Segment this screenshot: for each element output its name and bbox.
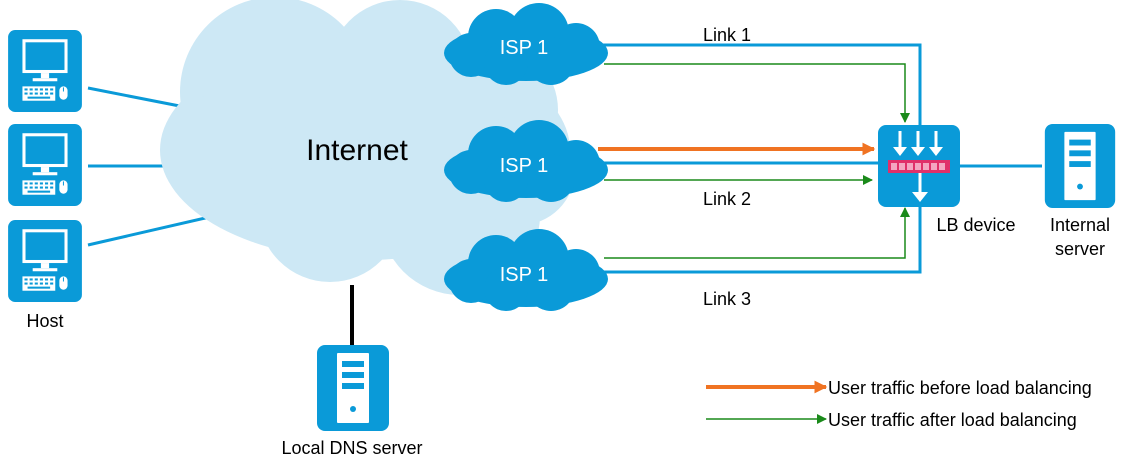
dns-server-label: Local DNS server xyxy=(281,438,422,458)
isp-cloud-3: ISP 1 xyxy=(444,229,608,311)
lb-device-label: LB device xyxy=(936,215,1015,235)
after-traffic-lines xyxy=(604,63,910,259)
desktop-computer-icon xyxy=(7,220,83,302)
legend: User traffic before load balancing User … xyxy=(706,378,1092,430)
legend-after-label: User traffic after load balancing xyxy=(828,410,1077,430)
internet-cloud xyxy=(160,0,575,295)
link-3-label: Link 3 xyxy=(703,289,751,309)
isp-label: ISP 1 xyxy=(500,264,549,286)
desktop-computer-icon xyxy=(7,124,83,206)
internal-server-label-line1: Internal xyxy=(1050,215,1110,235)
server-tower-icon xyxy=(1044,124,1116,208)
isp-label: ISP 1 xyxy=(500,37,549,59)
isp-cloud-2: ISP 1 xyxy=(444,120,608,202)
server-tower-icon xyxy=(317,345,389,431)
isp-links xyxy=(600,43,922,274)
isp-cloud-1: ISP 1 xyxy=(444,3,608,85)
legend-before-label: User traffic before load balancing xyxy=(828,378,1092,398)
internet-label: Internet xyxy=(306,134,408,167)
isp-label: ISP 1 xyxy=(500,155,549,177)
link-2-label: Link 2 xyxy=(703,189,751,209)
host-label: Host xyxy=(26,311,63,331)
internal-server-label-line2: server xyxy=(1055,239,1105,259)
load-balancer-icon xyxy=(878,125,960,207)
desktop-computer-icon xyxy=(7,30,83,112)
link-1-label: Link 1 xyxy=(703,25,751,45)
